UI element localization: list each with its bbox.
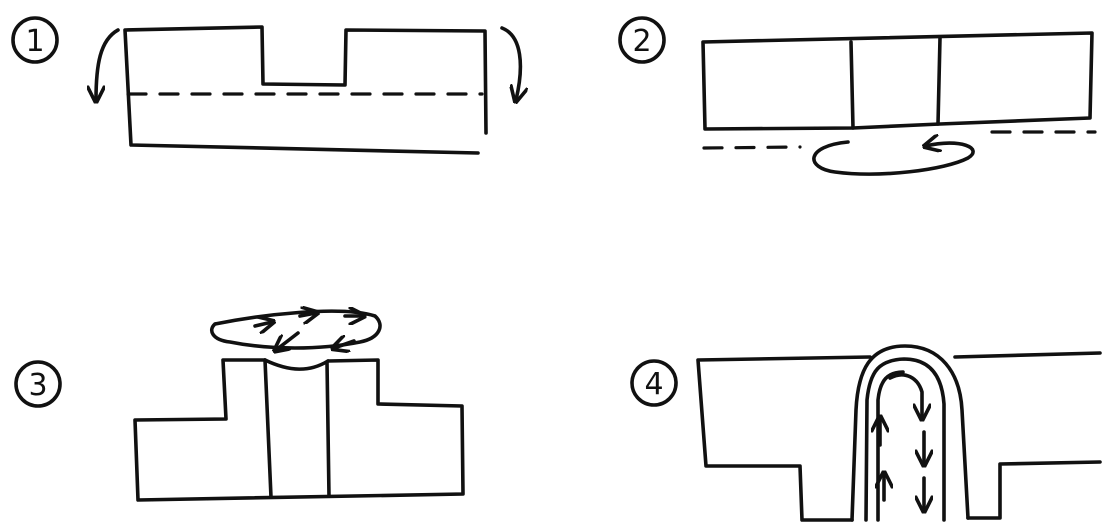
step-2: 2 bbox=[618, 16, 1097, 176]
step-number-circle bbox=[14, 360, 62, 408]
step-3: 3 bbox=[14, 311, 465, 502]
step-number: 3 bbox=[28, 368, 47, 403]
step-number-circle bbox=[11, 16, 59, 64]
step-1: 1 bbox=[11, 16, 520, 155]
step-number: 2 bbox=[632, 24, 651, 59]
step-1-fold-arrow-right bbox=[500, 26, 520, 100]
step-number-circle bbox=[618, 16, 666, 64]
step-2-panel-divider-right bbox=[936, 36, 942, 126]
step-number: 4 bbox=[644, 367, 663, 402]
step-4-number-badge: 4 bbox=[630, 359, 678, 407]
step-number: 1 bbox=[25, 24, 44, 59]
step-4-inner-crease bbox=[876, 370, 905, 522]
step-4-paper-outline bbox=[696, 351, 1102, 522]
step-3-crease-right bbox=[325, 360, 331, 498]
step-2-paper-outline bbox=[701, 31, 1094, 131]
step-1-fold-arrow-left bbox=[96, 28, 120, 100]
step-3-paper-outline bbox=[133, 358, 465, 502]
step-3-arrow-5 bbox=[334, 341, 356, 348]
step-1-paper-outline bbox=[123, 25, 488, 155]
step-2-rotate-arrow bbox=[812, 142, 975, 176]
step-4-outer-flap bbox=[850, 344, 970, 522]
step-4-arrow-down-1 bbox=[888, 373, 922, 418]
step-1-number-badge: 1 bbox=[11, 16, 59, 64]
step-4: 4 bbox=[630, 344, 1102, 522]
step-3-number-badge: 3 bbox=[14, 360, 62, 408]
step-3-arrow-4 bbox=[276, 331, 300, 350]
step-3-arrow-2 bbox=[298, 313, 316, 316]
step-2-panel-divider-left bbox=[849, 40, 855, 130]
step-4-inner-flap bbox=[864, 357, 946, 522]
step-number-circle bbox=[630, 359, 678, 407]
step-2-number-badge: 2 bbox=[618, 16, 666, 64]
step-3-arrow-1 bbox=[253, 322, 272, 326]
step-3-top-curve bbox=[263, 358, 330, 371]
step-2-fold-line-left bbox=[702, 145, 802, 150]
step-3-crease-left bbox=[263, 358, 273, 499]
